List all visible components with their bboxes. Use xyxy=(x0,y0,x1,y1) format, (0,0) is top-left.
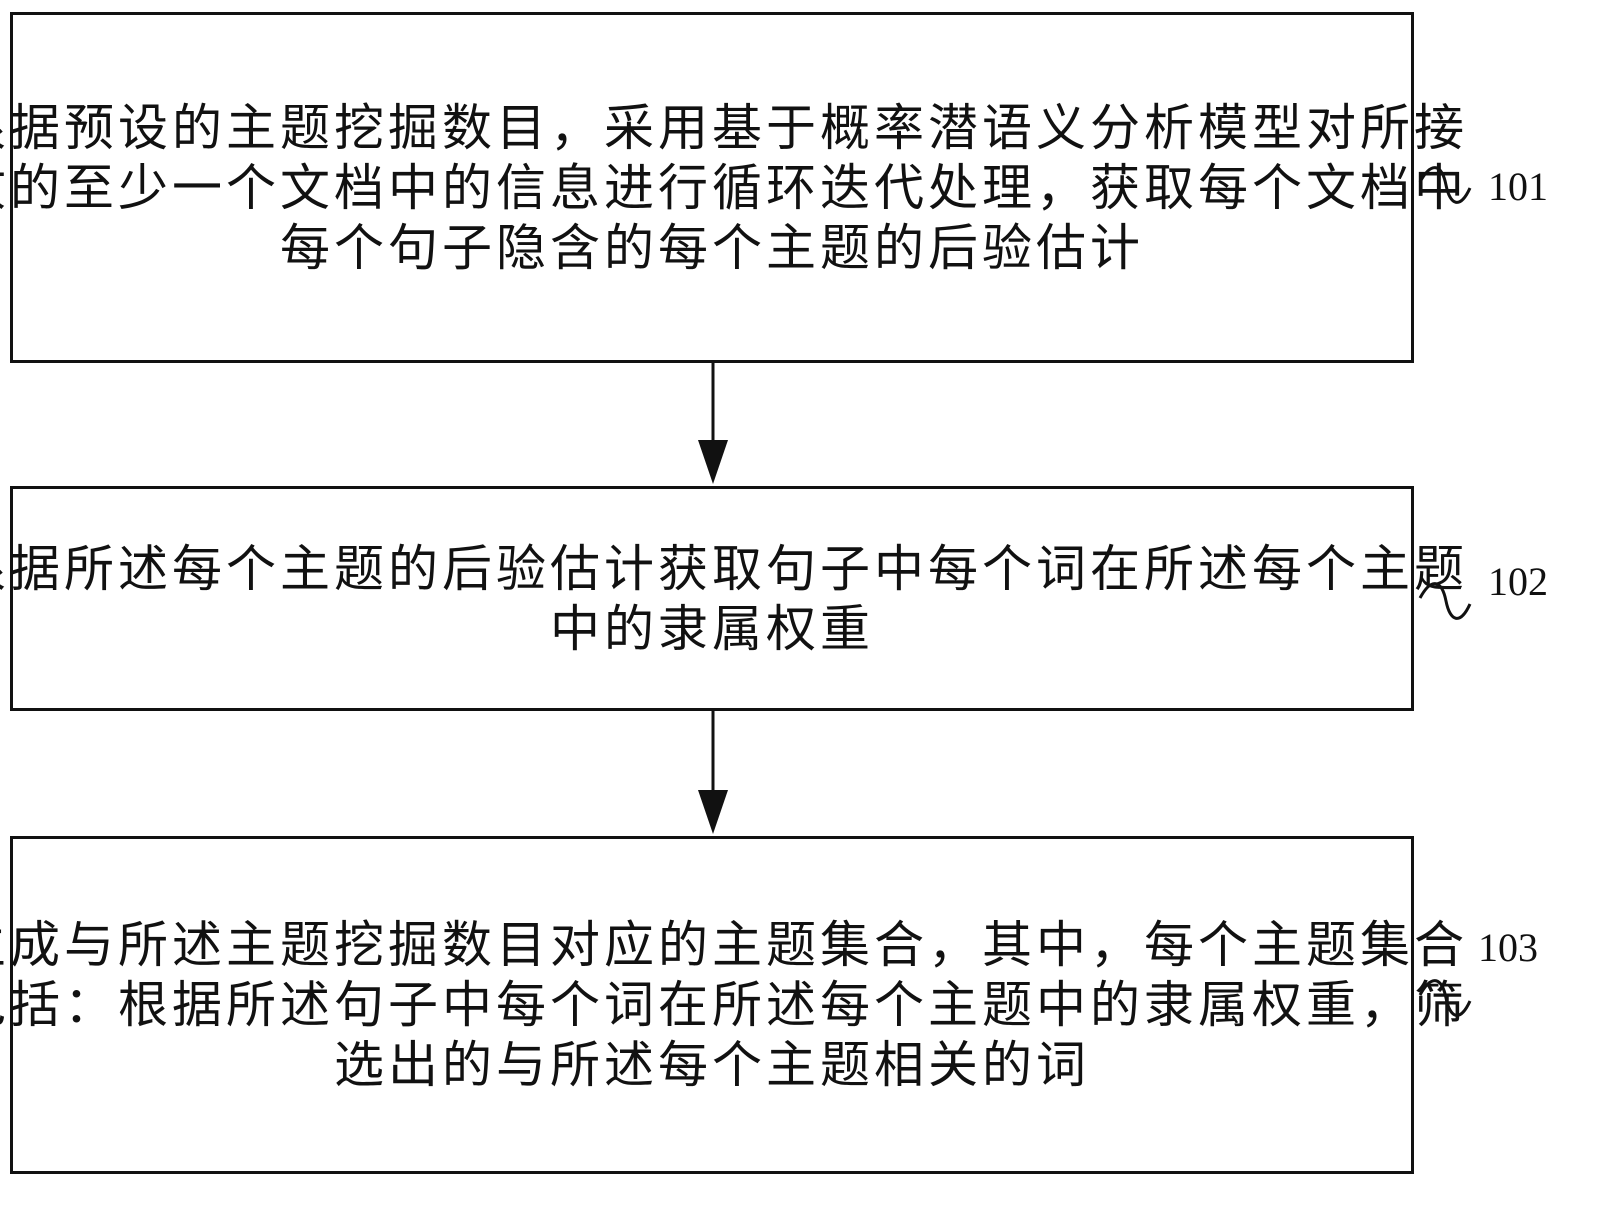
step-label-101: 101 xyxy=(1488,163,1548,210)
leader-tilde-102 xyxy=(1420,584,1470,619)
step-label-103: 103 xyxy=(1478,924,1538,971)
arrow-102-to-103 xyxy=(698,711,728,834)
arrow-101-to-102 xyxy=(698,363,728,484)
leader-tilde-101 xyxy=(1420,168,1470,203)
step-label-102: 102 xyxy=(1488,558,1548,605)
leader-tilde-103 xyxy=(1420,981,1470,1016)
